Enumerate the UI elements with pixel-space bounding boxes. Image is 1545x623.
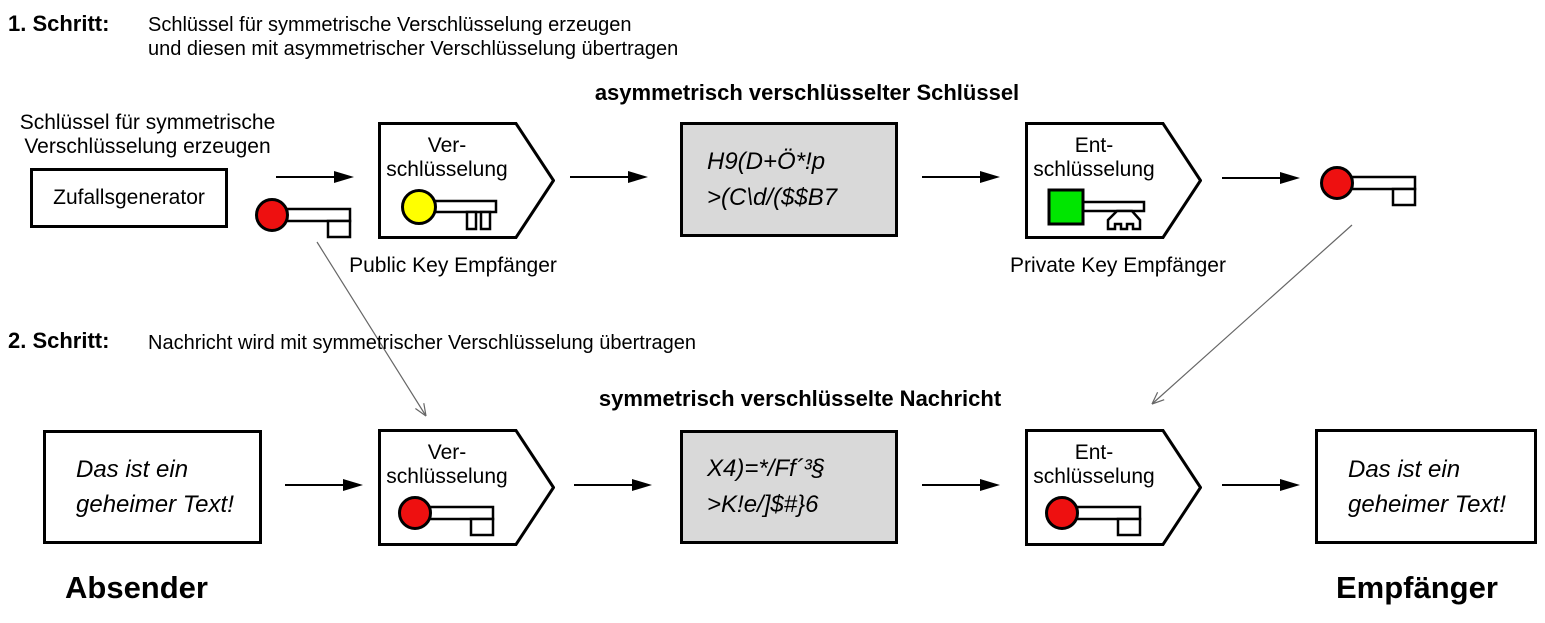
keygen-caption-line1: Schlüssel für symmetrische [19, 111, 276, 134]
arrow-right-icon [285, 479, 363, 491]
arrow-right-icon [570, 171, 648, 183]
plaintext-line2: geheimer Text! [76, 491, 234, 518]
row1-encrypt-label: Ver- schlüsselung [378, 134, 516, 182]
sender-label: Absender [65, 570, 208, 605]
row1-encrypt-line1: Ver- [427, 134, 467, 157]
row2-decrypt-process: Ent- schlüsselung [1025, 429, 1202, 546]
row2-cipher-line2: >K!e/]$#}6 [707, 491, 819, 518]
step2-label: 2. Schritt: [8, 328, 110, 353]
step1-label: 1. Schritt: [8, 11, 110, 36]
step1-line1: Schlüssel für symmetrische Verschlüsselu… [148, 14, 632, 36]
decrypted-text-box: Das ist ein geheimer Text! [1315, 429, 1537, 544]
red-key-icon [255, 198, 352, 239]
row2-cipher-line1: X4)=*/Ff´³§ [707, 455, 826, 482]
row2-encrypt-process: Ver- schlüsselung [378, 429, 555, 546]
row1-decrypt-label: Ent- schlüsselung [1025, 134, 1163, 182]
red-key-icon [1320, 166, 1417, 207]
row2-decrypt-label: Ent- schlüsselung [1025, 441, 1163, 489]
row2-encrypt-line1: Ver- [427, 441, 467, 464]
keygen-caption: Schlüssel für symmetrische Verschlüsselu… [5, 111, 290, 159]
keygen-caption-line2: Verschlüsselung erzeugen [24, 135, 271, 158]
arrow-right-icon [276, 171, 354, 183]
row2-encrypt-line2: schlüsselung [386, 465, 508, 488]
arrow-right-icon [1222, 479, 1300, 491]
arrow-right-icon [922, 479, 1000, 491]
public-key-caption: Public Key Empfänger [349, 254, 557, 277]
row1-decrypt-line2: schlüsselung [1033, 158, 1155, 181]
row1-decrypt-line1: Ent- [1074, 134, 1114, 157]
step1-line2: und diesen mit asymmetrischer Verschlüss… [148, 38, 679, 60]
private-key-caption: Private Key Empfänger [1010, 254, 1226, 277]
row1-cipher-box: H9(D+Ö*!p >(C\d/($$B7 [680, 122, 898, 237]
red-key-icon [398, 496, 495, 537]
row1-title: asymmetrisch verschlüsselter Schlüssel [594, 80, 1020, 105]
yellow-key-icon [401, 189, 498, 231]
arrow-right-icon [574, 479, 652, 491]
row2-encrypt-label: Ver- schlüsselung [378, 441, 516, 489]
row1-encrypt-line2: schlüsselung [386, 158, 508, 181]
result-line1: Das ist ein [1348, 455, 1461, 483]
row2-decrypt-line2: schlüsselung [1033, 465, 1155, 488]
step1-description: Schlüssel für symmetrische Verschlüsselu… [148, 13, 678, 61]
key-transfer-arrow-icon [316, 241, 427, 417]
row2-decrypt-line1: Ent- [1074, 441, 1114, 464]
row1-encrypt-process: Ver- schlüsselung [378, 122, 555, 239]
random-generator-box: Zufallsgenerator [30, 168, 228, 228]
step2-line1: Nachricht wird mit symmetrischer Verschl… [148, 332, 696, 354]
row2-title: symmetrisch verschlüsselte Nachricht [598, 386, 1002, 411]
row1-cipher-line2: >(C\d/($$B7 [707, 183, 838, 211]
random-generator-label: Zufallsgenerator [53, 186, 205, 209]
arrow-right-icon [1222, 172, 1300, 184]
arrow-right-icon [922, 171, 1000, 183]
plaintext-box: Das ist ein geheimer Text! [43, 430, 262, 544]
row2-cipher-box: X4)=*/Ff´³§ >K!e/]$#}6 [680, 430, 898, 544]
plaintext-line1: Das ist ein [76, 456, 189, 483]
receiver-label: Empfänger [1336, 570, 1498, 605]
row1-cipher-line1: H9(D+Ö*!p [707, 147, 826, 175]
red-key-icon [1045, 496, 1142, 537]
key-transfer-arrow-icon [1151, 224, 1353, 405]
result-line2: geheimer Text! [1348, 490, 1506, 518]
row1-decrypt-process: Ent- schlüsselung [1025, 122, 1202, 239]
green-key-icon [1047, 188, 1146, 231]
